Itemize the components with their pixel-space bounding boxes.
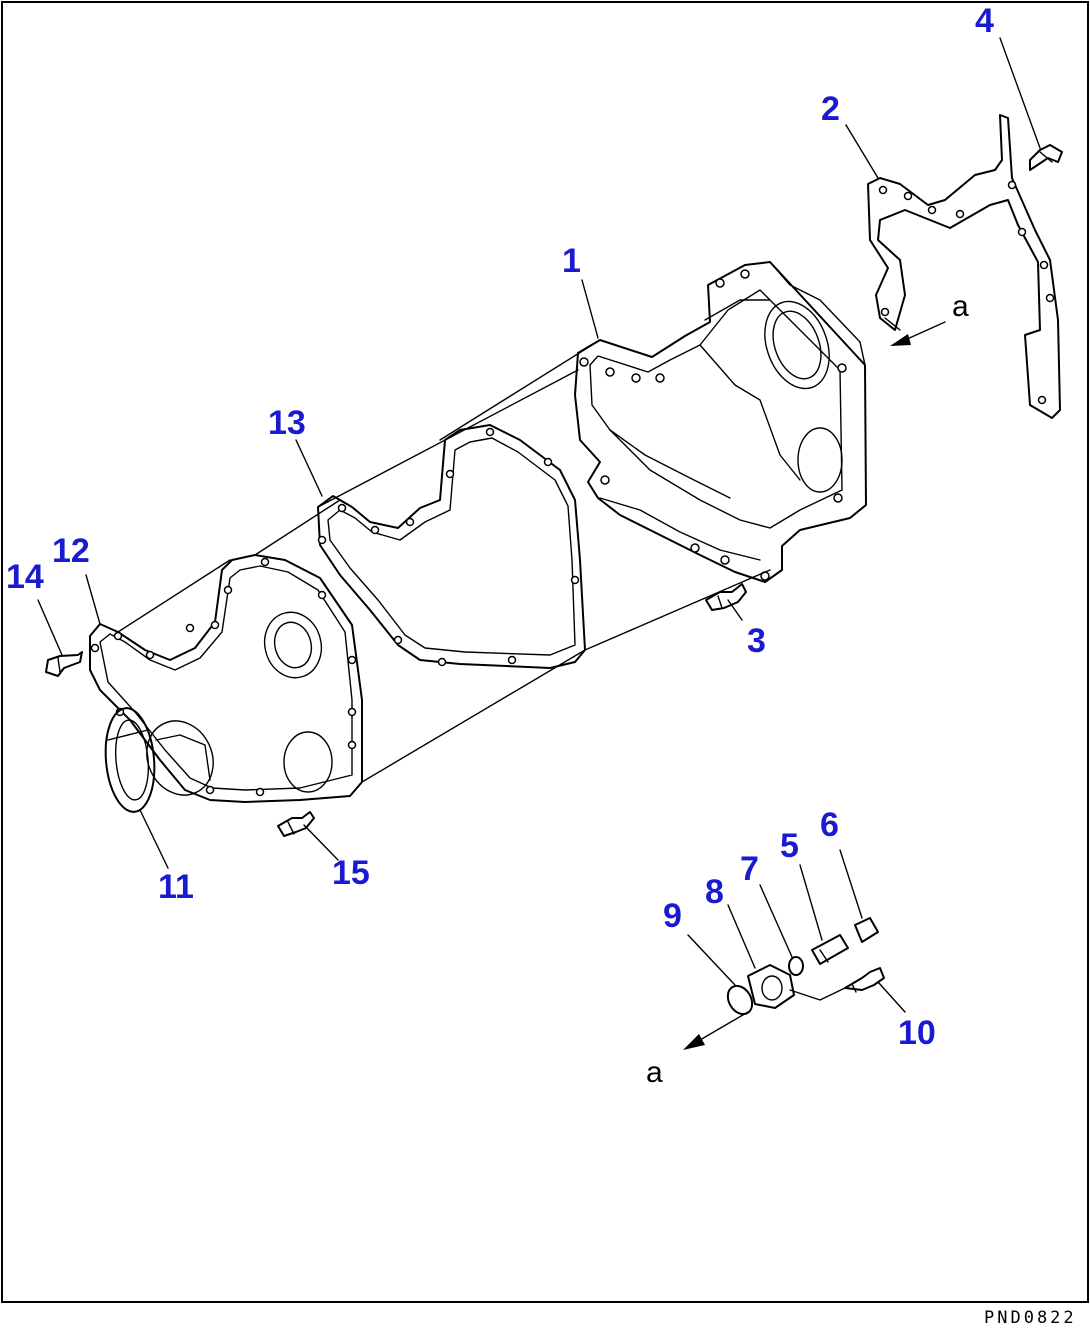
callout-13: 13 — [268, 404, 306, 442]
part-bolt-4 — [1029, 144, 1063, 171]
part-seal-11 — [104, 707, 156, 813]
view-ref-top: a — [952, 290, 969, 323]
drawing-code: PND0822 — [984, 1308, 1077, 1328]
part-bolt-15 — [277, 811, 315, 837]
callout-15: 15 — [332, 854, 370, 892]
view-arrow-bottom — [683, 1011, 749, 1050]
part-gasket-upper — [867, 114, 1061, 419]
part-gear-housing — [574, 261, 867, 583]
callout-3: 3 — [747, 622, 766, 660]
callout-5: 5 — [780, 827, 799, 865]
callout-2: 2 — [821, 90, 840, 128]
leader-lines — [37, 37, 1041, 1013]
part-oil-filler-assembly — [726, 917, 885, 1016]
callout-7: 7 — [740, 850, 759, 888]
callout-1: 1 — [562, 242, 581, 280]
callout-8: 8 — [705, 873, 724, 911]
alignment-lines — [117, 317, 901, 1001]
view-ref-bottom: a — [646, 1056, 663, 1089]
callout-6: 6 — [820, 806, 839, 844]
callout-14: 14 — [6, 558, 44, 596]
callout-4: 4 — [975, 2, 994, 40]
part-front-cover-12 — [89, 554, 363, 803]
drawing-border — [1, 1, 1089, 1303]
part-bolt-3 — [705, 583, 747, 611]
callout-9: 9 — [663, 897, 682, 935]
part-gasket-13 — [317, 424, 586, 669]
part-bolt-14 — [45, 651, 83, 677]
callout-10: 10 — [898, 1014, 936, 1052]
callout-11: 11 — [158, 868, 194, 906]
callout-12: 12 — [52, 532, 90, 570]
view-arrow-top — [890, 321, 946, 346]
